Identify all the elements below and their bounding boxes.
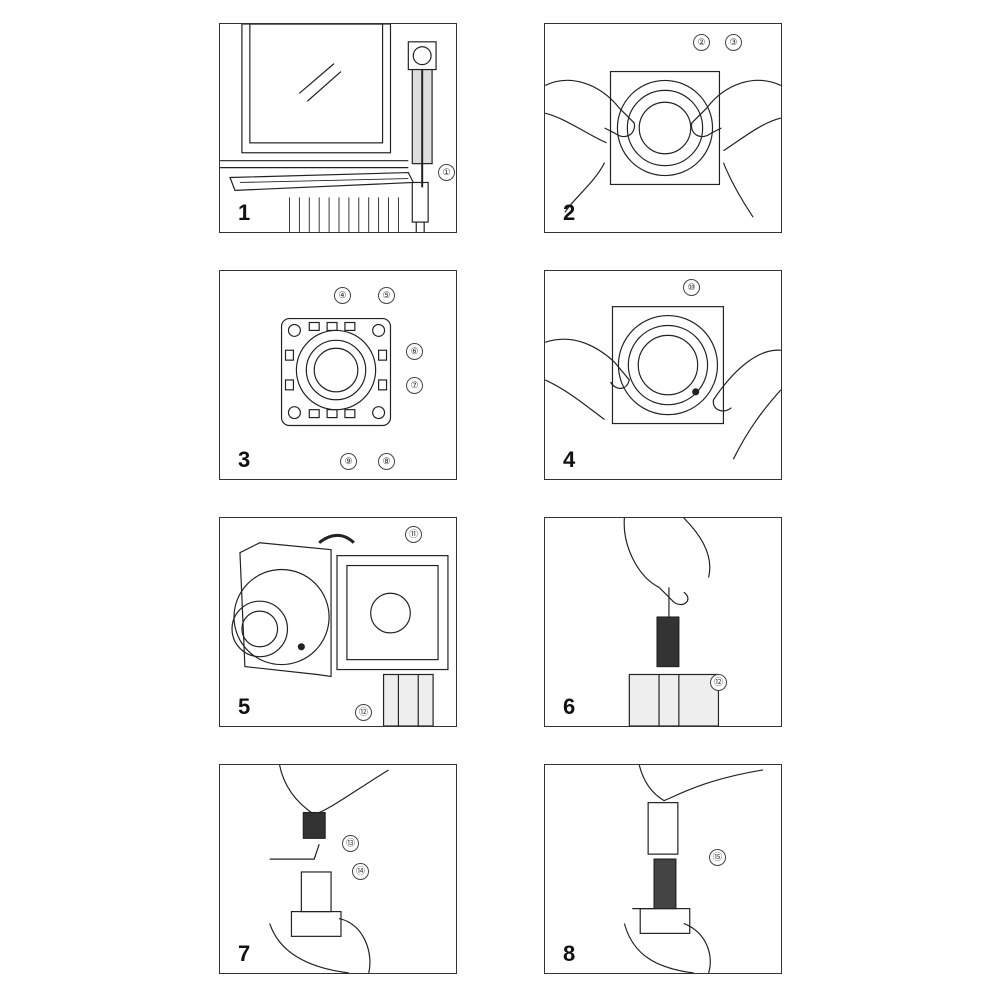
- callout-8: ⑧: [378, 453, 395, 470]
- callout-7: ⑦: [406, 377, 423, 394]
- callout-13: ⑬: [342, 835, 359, 852]
- callout-12: ⑫: [710, 674, 727, 691]
- step-number: 3: [238, 447, 251, 472]
- callout-2: ②: [693, 34, 710, 51]
- step-number: 7: [238, 941, 251, 966]
- callout-3: ③: [725, 34, 742, 51]
- hands-holding-dial-illustration: [545, 306, 781, 460]
- callout-12: ⑫: [355, 704, 372, 721]
- inserting-sensor-illustration: [623, 518, 720, 726]
- callout-5: ⑤: [378, 287, 395, 304]
- step-number: 1: [238, 200, 251, 225]
- valve-adapter-illustration: [623, 765, 764, 973]
- panel-step-6: ⑫ 6: [544, 517, 782, 727]
- step-number: 5: [238, 694, 251, 719]
- valve-adapter-illustration: [269, 765, 389, 973]
- panel-step-1: ① 1: [219, 23, 457, 233]
- step-number: 6: [563, 694, 576, 719]
- mounting-plate-illustration: [280, 317, 392, 427]
- panel-step-5: ⑪ ⑫ 5: [219, 517, 457, 727]
- callout-9: ⑨: [340, 453, 357, 470]
- callout-4: ④: [334, 287, 351, 304]
- panel-step-7: ⑬ ⑭ 7: [219, 764, 457, 974]
- step-number: 8: [563, 941, 576, 966]
- thermostat-box-illustration: [231, 533, 449, 726]
- callout-6: ⑥: [406, 343, 423, 360]
- step-number: 2: [563, 200, 576, 225]
- window-radiator-illustration: [220, 24, 437, 232]
- callout-10: ⑩: [683, 279, 700, 296]
- panel-step-2: ② ③ 2: [544, 23, 782, 233]
- panel-step-4: ⑩ 4: [544, 270, 782, 480]
- callout-1: ①: [438, 164, 455, 181]
- callout-14: ⑭: [352, 863, 369, 880]
- panel-step-3: ④ ⑤ ⑥ ⑦ ⑧ ⑨ 3: [219, 270, 457, 480]
- callout-11: ⑪: [405, 526, 422, 543]
- step-number: 4: [563, 447, 576, 472]
- hands-holding-dial-illustration: [545, 70, 781, 218]
- panel-step-8: ⑮ 8: [544, 764, 782, 974]
- callout-15: ⑮: [709, 849, 726, 866]
